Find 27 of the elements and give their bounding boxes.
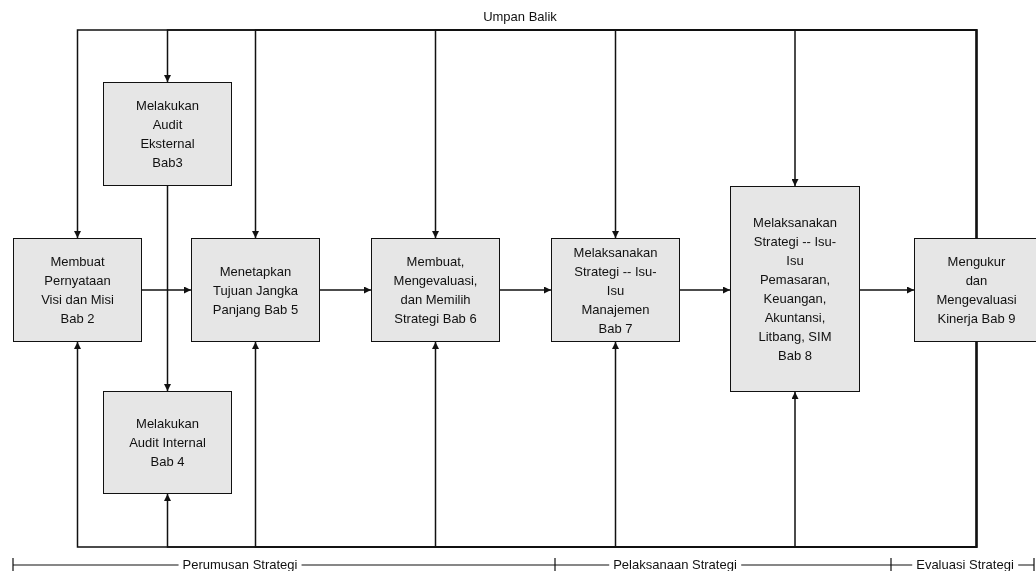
arrow [319, 286, 372, 294]
box-label: Melaksanakan Strategi -- Isu-Isu Pemasaran, Keuangan, Akuntansi, Litbang, SIM Bab 8 [752, 214, 838, 365]
arrow [791, 29, 978, 239]
box-label: Melaksanakan Strategi -- Isu-Isu Manajemen Bab 7 [572, 243, 659, 338]
arrow [164, 185, 171, 392]
phase-label: Evaluasi Strategi [912, 558, 1018, 571]
process-box [191, 238, 320, 342]
process-box [13, 238, 142, 342]
box-label: Melakukan Audit Eksternal Bab3 [135, 97, 200, 172]
process-box [103, 82, 232, 186]
arrow [791, 341, 978, 548]
process-box [371, 238, 500, 342]
process-box [730, 186, 860, 392]
box-label: Membuat Pernyataan Visi dan Misi Bab 2 [41, 253, 114, 328]
arrow [859, 286, 915, 294]
box-label: Membuat, Mengevaluasi, dan Memilih Strategi Bab 6 [392, 253, 479, 328]
box-label: Mengukur dan Mengevaluasi Kinerja Bab 9 [935, 253, 1018, 328]
box-label: Melakukan Audit Internal Bab 4 [128, 415, 207, 471]
arrow [499, 286, 552, 294]
arrow [679, 286, 731, 294]
process-box [103, 391, 232, 494]
process-box [914, 238, 1036, 342]
box-label: Menetapkan Tujuan Jangka Panjang Bab 5 [212, 262, 299, 319]
process-box [551, 238, 680, 342]
phase-label: Perumusan Strategi [178, 558, 302, 571]
arrow [141, 286, 192, 294]
phase-label: Pelaksanaan Strategi [609, 558, 741, 571]
